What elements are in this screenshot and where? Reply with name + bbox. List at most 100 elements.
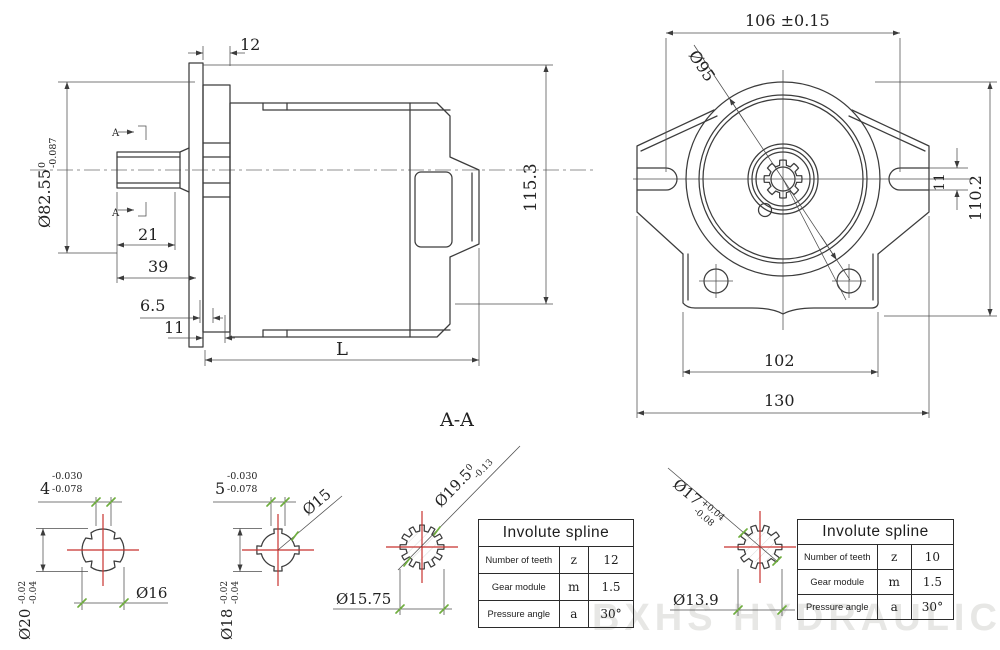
dim-pilot-tol-hi: 0 <box>37 162 48 168</box>
dim-102-text: 102 <box>764 351 795 370</box>
dim-130-text: 130 <box>764 391 795 410</box>
table1-row2-symbol: m <box>558 573 590 601</box>
dim-102: 102 <box>682 312 879 377</box>
dim-95-text: Ø95 <box>685 47 719 85</box>
front-view: Ø95 106 ±0.15 11 <box>633 11 997 418</box>
dim-130: 130 <box>636 216 930 418</box>
dim-11-text: 11 <box>164 318 184 337</box>
dim-s1-dia-text: Ø20 <box>16 609 34 640</box>
mounting-slot-left <box>636 167 678 191</box>
dim-s1-dia-lo: -0.04 <box>29 581 39 604</box>
dim-s2-major: Ø15 <box>277 485 343 551</box>
dim-height-1102: 110.2 <box>875 81 997 317</box>
table-row: Gear module m 1.5 <box>478 573 634 601</box>
section-marker-bottom: A <box>111 202 147 219</box>
front-body-circle-inner <box>702 98 864 260</box>
table2-row3-symbol: a <box>876 594 912 620</box>
dim-s1-key-text: 4 <box>40 479 50 498</box>
detent-hole <box>757 202 773 218</box>
table-row: Pressure angle a 30° <box>797 594 955 620</box>
dim-s4-root-text: Ø13.9 <box>673 591 719 609</box>
dim-s2-key-lo: -0.078 <box>227 484 257 495</box>
dim-s2-major-text: Ø15 <box>299 485 335 519</box>
dim-s1-key-hi: -0.030 <box>52 471 82 482</box>
dim-s1-width-text: Ø16 <box>136 584 167 602</box>
dim-s2-key-hi: -0.030 <box>227 471 257 482</box>
dim-s3-root-text: Ø15.75 <box>336 590 391 608</box>
spline-1-profile <box>81 528 125 572</box>
dim-s3-major-hi: 0 <box>464 462 475 473</box>
dim-s1-dia: Ø20 -0.02 -0.04 <box>16 528 88 640</box>
table-row: Pressure angle a 30° <box>478 600 634 628</box>
spline-section-2: 5 -0.030 -0.078 Ø15 Ø18 -0.02 <box>213 471 343 640</box>
dim-1102-text: 110.2 <box>966 175 985 221</box>
table1-title: Involute spline <box>478 519 634 547</box>
dim-s1-width: Ø16 <box>74 567 168 610</box>
table2-title: Involute spline <box>797 519 954 545</box>
dim-s2-key: 5 -0.030 -0.078 <box>213 471 296 526</box>
table1-row3-symbol: a <box>558 600 590 628</box>
table2-row3-value: 30° <box>910 594 955 620</box>
dim-s2-dia-hi: -0.02 <box>220 581 230 604</box>
dim-1153-text: 115.3 <box>521 163 541 212</box>
shaft-boss <box>747 143 819 218</box>
spline-2-profile <box>256 528 300 572</box>
dim-39: 39 <box>116 257 197 281</box>
dim-L-text: L <box>336 339 348 360</box>
table1-row1-label: Number of teeth <box>478 546 560 574</box>
table2-row1-value: 10 <box>910 544 955 570</box>
dim-s3-major-lo: -0.13 <box>472 457 495 481</box>
table1-row3-value: 30° <box>588 600 634 628</box>
section-a-label-bottom: A <box>111 208 120 219</box>
dim-length: L <box>204 248 480 366</box>
dim-11-side: 11 <box>164 315 235 343</box>
dim-39-text: 39 <box>148 257 168 276</box>
table2-row1-label: Number of teeth <box>797 544 878 570</box>
table2-row2-label: Gear module <box>797 569 878 595</box>
front-outer-circle <box>685 81 881 277</box>
dim-slot-11: 11 <box>929 148 968 210</box>
table-row: Gear module m 1.5 <box>797 569 955 595</box>
dim-width-106: 106 ±0.15 <box>665 11 901 172</box>
dim-s2-dia-text: Ø18 <box>218 609 236 640</box>
dim-flange-offset: 12 <box>188 35 260 66</box>
table1-row1-value: 12 <box>588 546 634 574</box>
table2-row2-symbol: m <box>876 569 912 595</box>
involute-spline-table-1: Involute spline Number of teeth z 12 Gea… <box>478 519 634 628</box>
dim-height-1153: 115.3 <box>203 64 553 305</box>
bearing-hub-lines <box>202 142 231 198</box>
table1-row3-label: Pressure angle <box>478 600 560 628</box>
front-plate <box>202 84 231 333</box>
bolt-hole-right <box>832 264 866 298</box>
dim-s1-key: 4 -0.030 -0.078 <box>38 471 122 526</box>
table-row: Number of teeth z 12 <box>478 546 634 574</box>
mounting-flange <box>188 62 204 348</box>
table-row: Number of teeth z 10 <box>797 544 955 570</box>
dim-pilot-text: Ø82.55 <box>35 169 54 228</box>
involute-spline-table-2: Involute spline Number of teeth z 10 Gea… <box>797 519 955 620</box>
table1-row2-label: Gear module <box>478 573 560 601</box>
front-body-circle <box>698 94 868 264</box>
dim-s2-key-text: 5 <box>215 479 225 498</box>
dim-s4-root: Ø13.9 <box>670 569 795 616</box>
dim-s3-root: Ø15.75 <box>333 569 452 615</box>
dim-shaft-21: 21 <box>116 192 176 283</box>
drive-shaft <box>116 147 190 193</box>
table2-row1-symbol: z <box>876 544 912 570</box>
dim-pilot-tol-lo: -0.087 <box>48 138 59 168</box>
dim-s1-key-lo: -0.078 <box>52 484 82 495</box>
dim-s2-dia: Ø18 -0.02 -0.04 <box>218 528 262 640</box>
mounting-slot-right <box>888 167 930 191</box>
table1-row2-value: 1.5 <box>588 573 634 601</box>
port-recess <box>414 171 453 248</box>
dim-65: 6.5 <box>140 296 223 323</box>
dim-s1-dia-hi: -0.02 <box>18 581 28 604</box>
side-view: A A 12 Ø <box>30 35 595 431</box>
mounting-wings <box>636 109 930 255</box>
dim-106-text: 106 ±0.15 <box>745 11 830 30</box>
pump-body-outline <box>229 102 480 338</box>
spline-section-1: 4 -0.030 -0.078 Ø20 -0.02 -0.04 <box>16 471 168 640</box>
front-lower-body <box>682 253 879 315</box>
